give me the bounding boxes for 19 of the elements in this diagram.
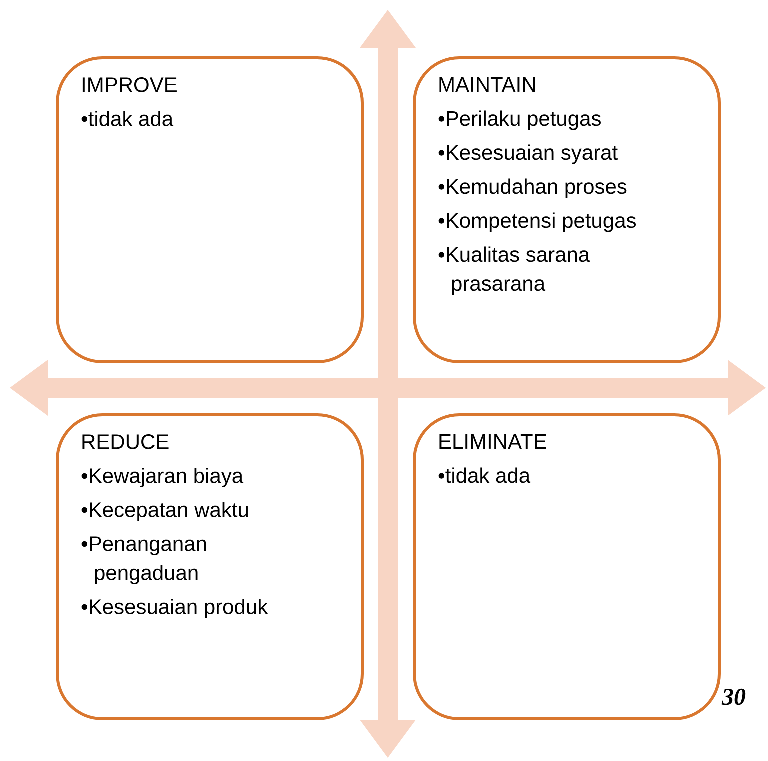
quadrant-box <box>413 414 721 720</box>
heading: REDUCE <box>82 434 169 450</box>
bullet-item: •tidak ada <box>438 468 531 484</box>
bullet-item: •Kemudahan proses <box>438 178 627 198</box>
bullet-item: •Kualitas sarana prasarana <box>438 246 590 296</box>
bullet-item: •Kecepatan waktu <box>82 502 248 522</box>
heading: IMPROVE <box>82 78 177 92</box>
quadrant-box <box>56 56 364 364</box>
bullet-item: •Kompetensi petugas <box>438 212 636 232</box>
heading: ELIMINATE <box>440 434 546 449</box>
bullet-item: •Kesesuaian produk <box>82 598 268 619</box>
bullet-item: •Kewajaran biaya <box>82 468 244 488</box>
heading: MAINTAIN <box>440 78 536 92</box>
quadrant-box <box>56 414 364 720</box>
bullet-item: •Kesesuaian syarat <box>438 144 618 164</box>
bullet-item: •Penanganan pengaduan <box>82 536 206 585</box>
quadrant-box <box>413 56 721 364</box>
bullet-item: •Perilaku petugas <box>438 110 601 130</box>
bullet-item: •tidak ada <box>82 110 174 126</box>
